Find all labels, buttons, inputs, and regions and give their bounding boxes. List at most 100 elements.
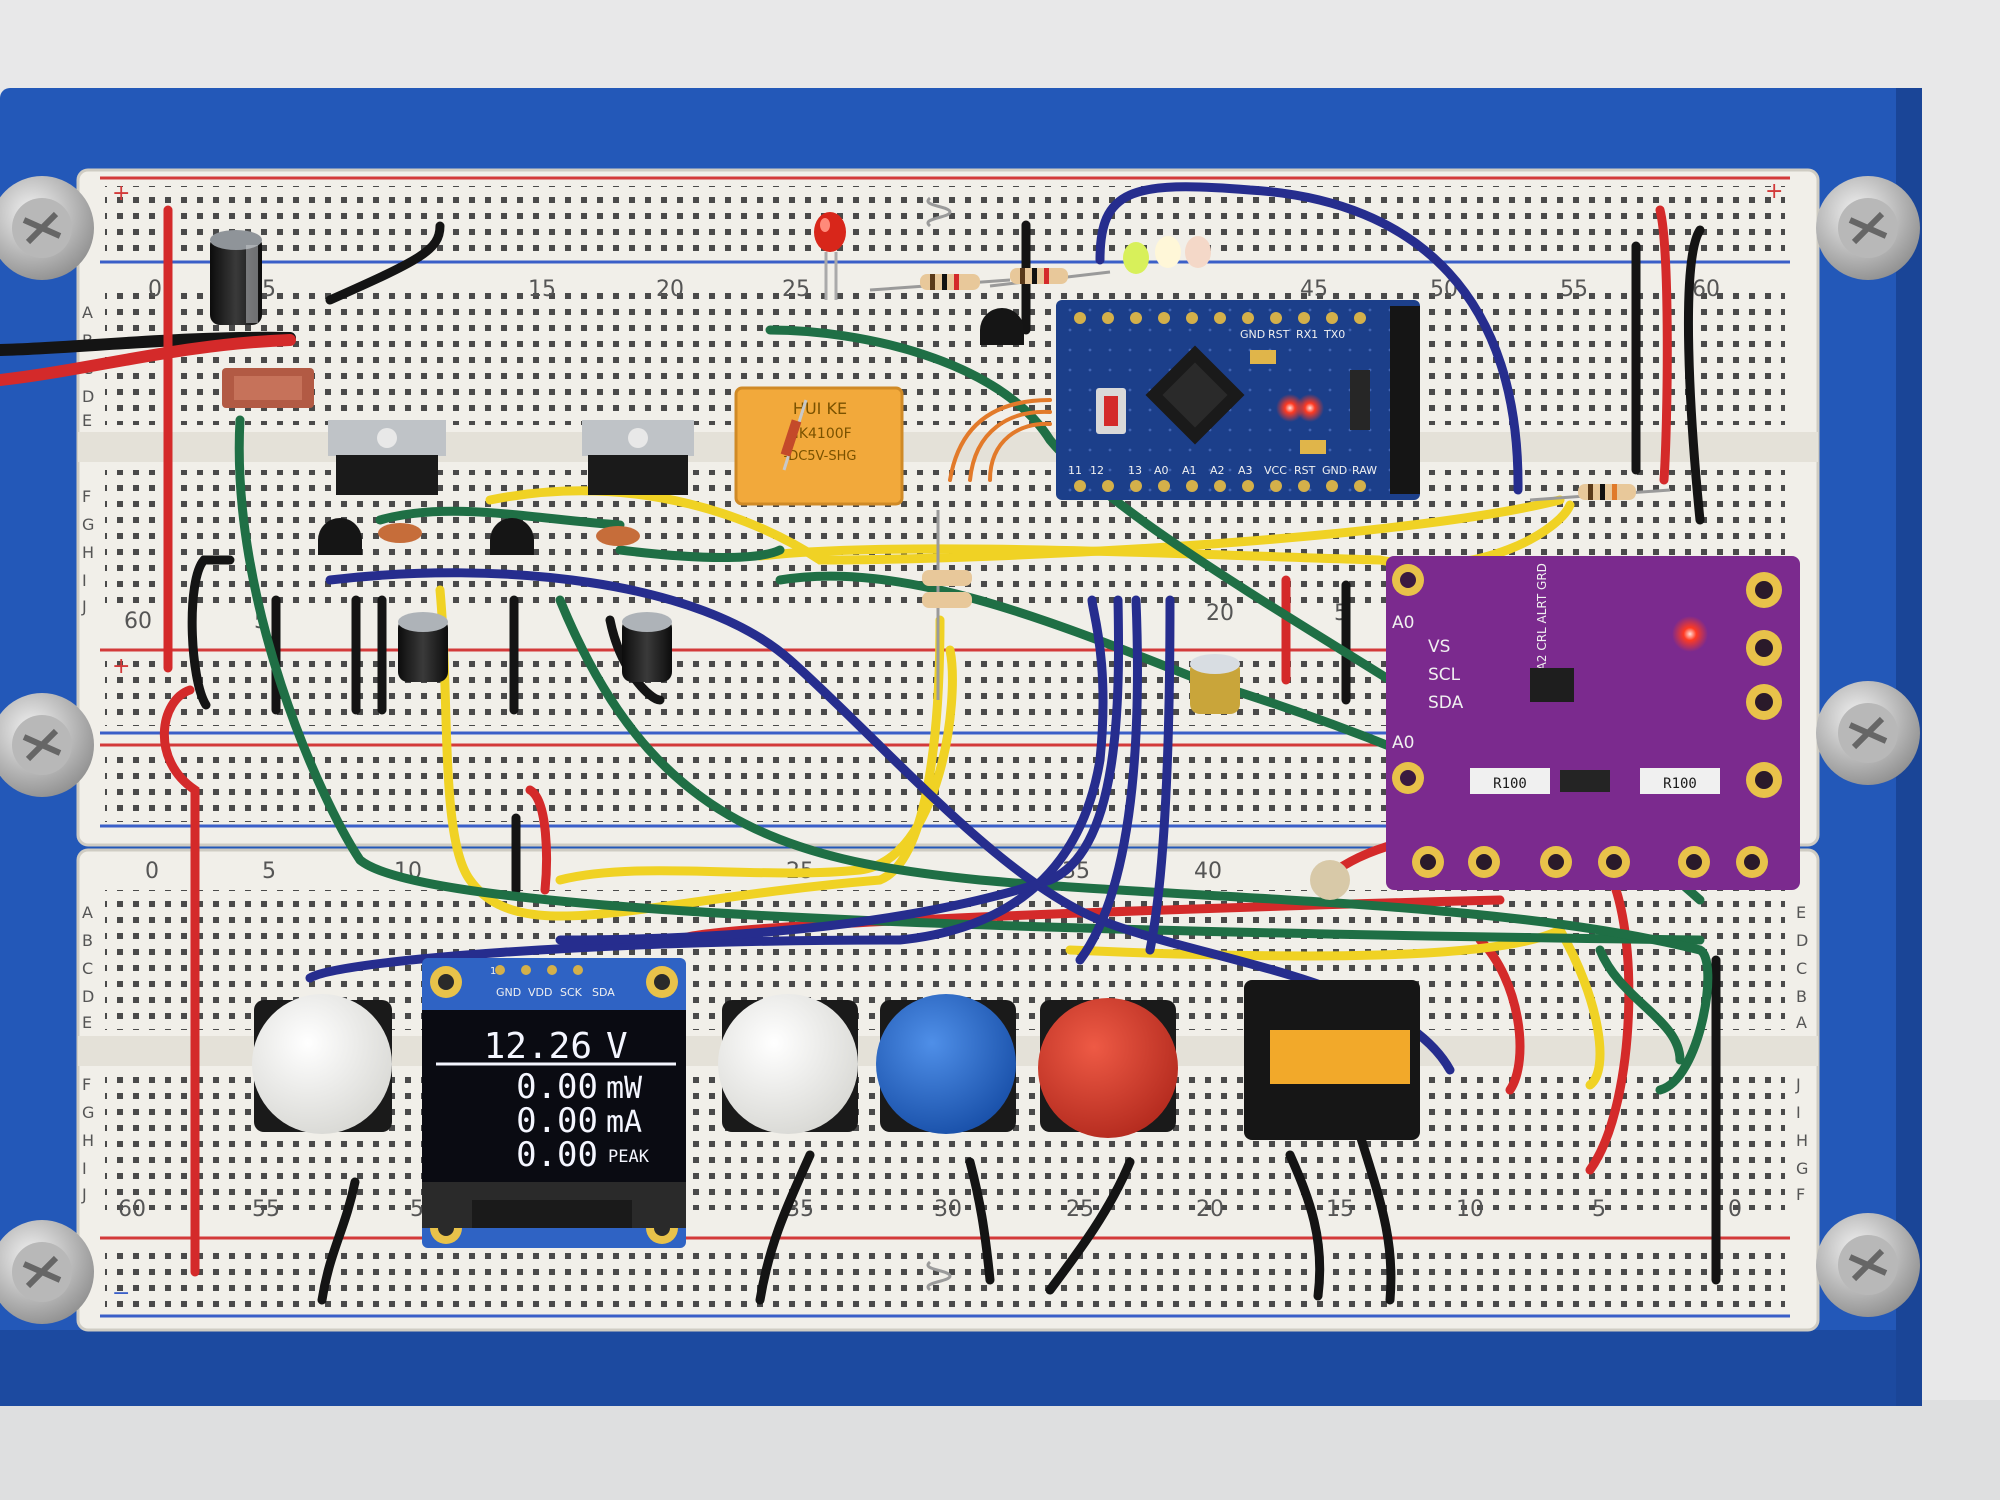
oled-current-unit: mA — [606, 1105, 642, 1140]
oled-pin-label: GND — [496, 986, 521, 999]
col-num: 25 — [782, 277, 810, 302]
resistor-right — [1529, 484, 1671, 502]
row-letter: H — [1796, 1131, 1808, 1150]
red-led-top — [814, 212, 846, 300]
row-letter: G — [82, 1103, 94, 1122]
oled-voltage-unit: V — [606, 1026, 628, 1067]
electrolytic-capacitor-mid — [622, 612, 672, 682]
row-letter: A — [1796, 1013, 1807, 1032]
rail-plus-mid-left: + — [112, 654, 130, 679]
col-num: 0 — [1728, 1197, 1742, 1222]
relay: HUI KE HK4100F -DC5V-SHG — [734, 386, 904, 506]
oled-voltage-value: 12.26 — [484, 1026, 592, 1067]
row-letter: E — [82, 1013, 92, 1032]
col-num: 15 — [528, 277, 556, 302]
sensor-pin-label: SCL — [1428, 665, 1461, 685]
sensor-pin-label: A0 — [1392, 733, 1414, 753]
row-letter: C — [82, 959, 93, 978]
col-num: 5 — [262, 859, 276, 884]
screw-bottom-left — [0, 1220, 94, 1324]
transistor-mid — [490, 518, 534, 555]
arduino-pin-label: RST — [1294, 464, 1316, 477]
row-letter: J — [81, 597, 87, 616]
row-letter: A — [82, 903, 93, 922]
spring-clip-top — [926, 196, 952, 228]
arduino-pin-label: VCC — [1264, 464, 1287, 477]
oled-peak-value: 0.00 — [516, 1135, 598, 1175]
transistor-relay-driver — [980, 308, 1024, 345]
fuse-holder — [222, 368, 314, 408]
blue-button[interactable] — [876, 994, 1016, 1134]
status-leds — [1123, 236, 1211, 274]
col-num: 45 — [1300, 277, 1328, 302]
slide-switch-knob[interactable] — [1270, 1030, 1410, 1084]
col-num: 5 — [1592, 1197, 1606, 1222]
col-num: 55 — [252, 1197, 280, 1222]
relay-label-line1: HUI KE — [793, 399, 847, 418]
power-cable-red — [0, 334, 296, 386]
col-num: 0 — [145, 859, 159, 884]
spring-clip-bottom — [926, 1260, 952, 1292]
screw-bottom-right — [1816, 1213, 1920, 1317]
relay-label-line2: HK4100F — [788, 426, 851, 442]
row-letter: F — [1796, 1185, 1805, 1204]
arduino-pin-label: A1 — [1182, 464, 1197, 477]
col-num: 5 — [262, 277, 276, 302]
oled-power-value: 0.00 — [516, 1067, 598, 1107]
col-num: 20 — [1196, 1197, 1224, 1222]
slide-switch[interactable] — [1244, 980, 1420, 1140]
oled-pin-one: 1 — [490, 966, 496, 977]
oled-display-module: 1 GND VDD SCK SDA 12.26 V 0.00 mW 0.00 m… — [422, 958, 686, 1248]
oled-current-value: 0.00 — [516, 1101, 598, 1141]
screw-mid-left — [0, 693, 94, 797]
row-letter: G — [82, 515, 94, 534]
row-letter: B — [1796, 987, 1807, 1006]
row-letter: E — [82, 411, 92, 430]
arduino-pin-label: A3 — [1238, 464, 1253, 477]
oled-power-unit: mW — [606, 1071, 643, 1106]
voltage-regulator-right — [582, 420, 694, 495]
relay-label-line3: -DC5V-SHG — [784, 449, 857, 464]
row-letter: I — [82, 571, 87, 590]
arduino-pin-label: A0 — [1154, 464, 1169, 477]
ceramic-disc — [1310, 860, 1350, 900]
row-letter: A — [82, 303, 93, 322]
arduino-pin-label: GND — [1240, 328, 1265, 341]
screw-top-left — [0, 176, 94, 280]
col-num: 25 — [1066, 1197, 1094, 1222]
column-numbers-bottom-lower: 60 55 50 35 30 25 20 15 10 5 0 — [118, 1197, 1742, 1222]
ceramic-capacitor-mid — [596, 526, 640, 546]
oled-peak-unit: PEAK — [608, 1147, 650, 1167]
white-button-left[interactable] — [252, 994, 392, 1134]
row-letter: D — [82, 987, 94, 1006]
row-letter: B — [82, 931, 93, 950]
shunt-resistor-label-right: R100 — [1663, 776, 1697, 792]
oled-screen — [422, 1010, 686, 1182]
row-letters-lower-left: A B C D E F G H I J — [81, 903, 94, 1204]
arduino-pin-label: GND — [1322, 464, 1347, 477]
red-button[interactable] — [1038, 998, 1178, 1138]
shunt-resistor-label-left: R100 — [1493, 776, 1527, 792]
white-button-mid[interactable] — [718, 994, 858, 1134]
row-letter: F — [82, 1075, 91, 1094]
arduino-pin-label: 11 — [1068, 464, 1082, 477]
row-letter: D — [1796, 931, 1808, 950]
sensor-pin-label: VS — [1428, 637, 1450, 657]
row-letter: H — [82, 543, 94, 562]
row-letter: J — [81, 1185, 87, 1204]
sensor-top-label: A1 A2 CRL ALRT GRD — [1535, 563, 1549, 690]
col-num: 10 — [1456, 1197, 1484, 1222]
electrolytic-capacitor-gold — [1190, 654, 1240, 714]
table-surface — [0, 1400, 2000, 1500]
sensor-pin-label: SDA — [1428, 693, 1464, 713]
col-num: 60 — [1692, 277, 1720, 302]
col-num: 60 — [124, 609, 152, 634]
electrolytic-capacitor-left — [398, 612, 448, 682]
ceramic-capacitor-left — [378, 523, 422, 543]
rail-plus-top-right: + — [1765, 179, 1783, 204]
electrolytic-capacitor-large — [210, 230, 262, 325]
col-num: 15 — [1326, 1197, 1354, 1222]
row-letter: C — [1796, 959, 1807, 978]
oled-pin-label: VDD — [528, 986, 552, 999]
